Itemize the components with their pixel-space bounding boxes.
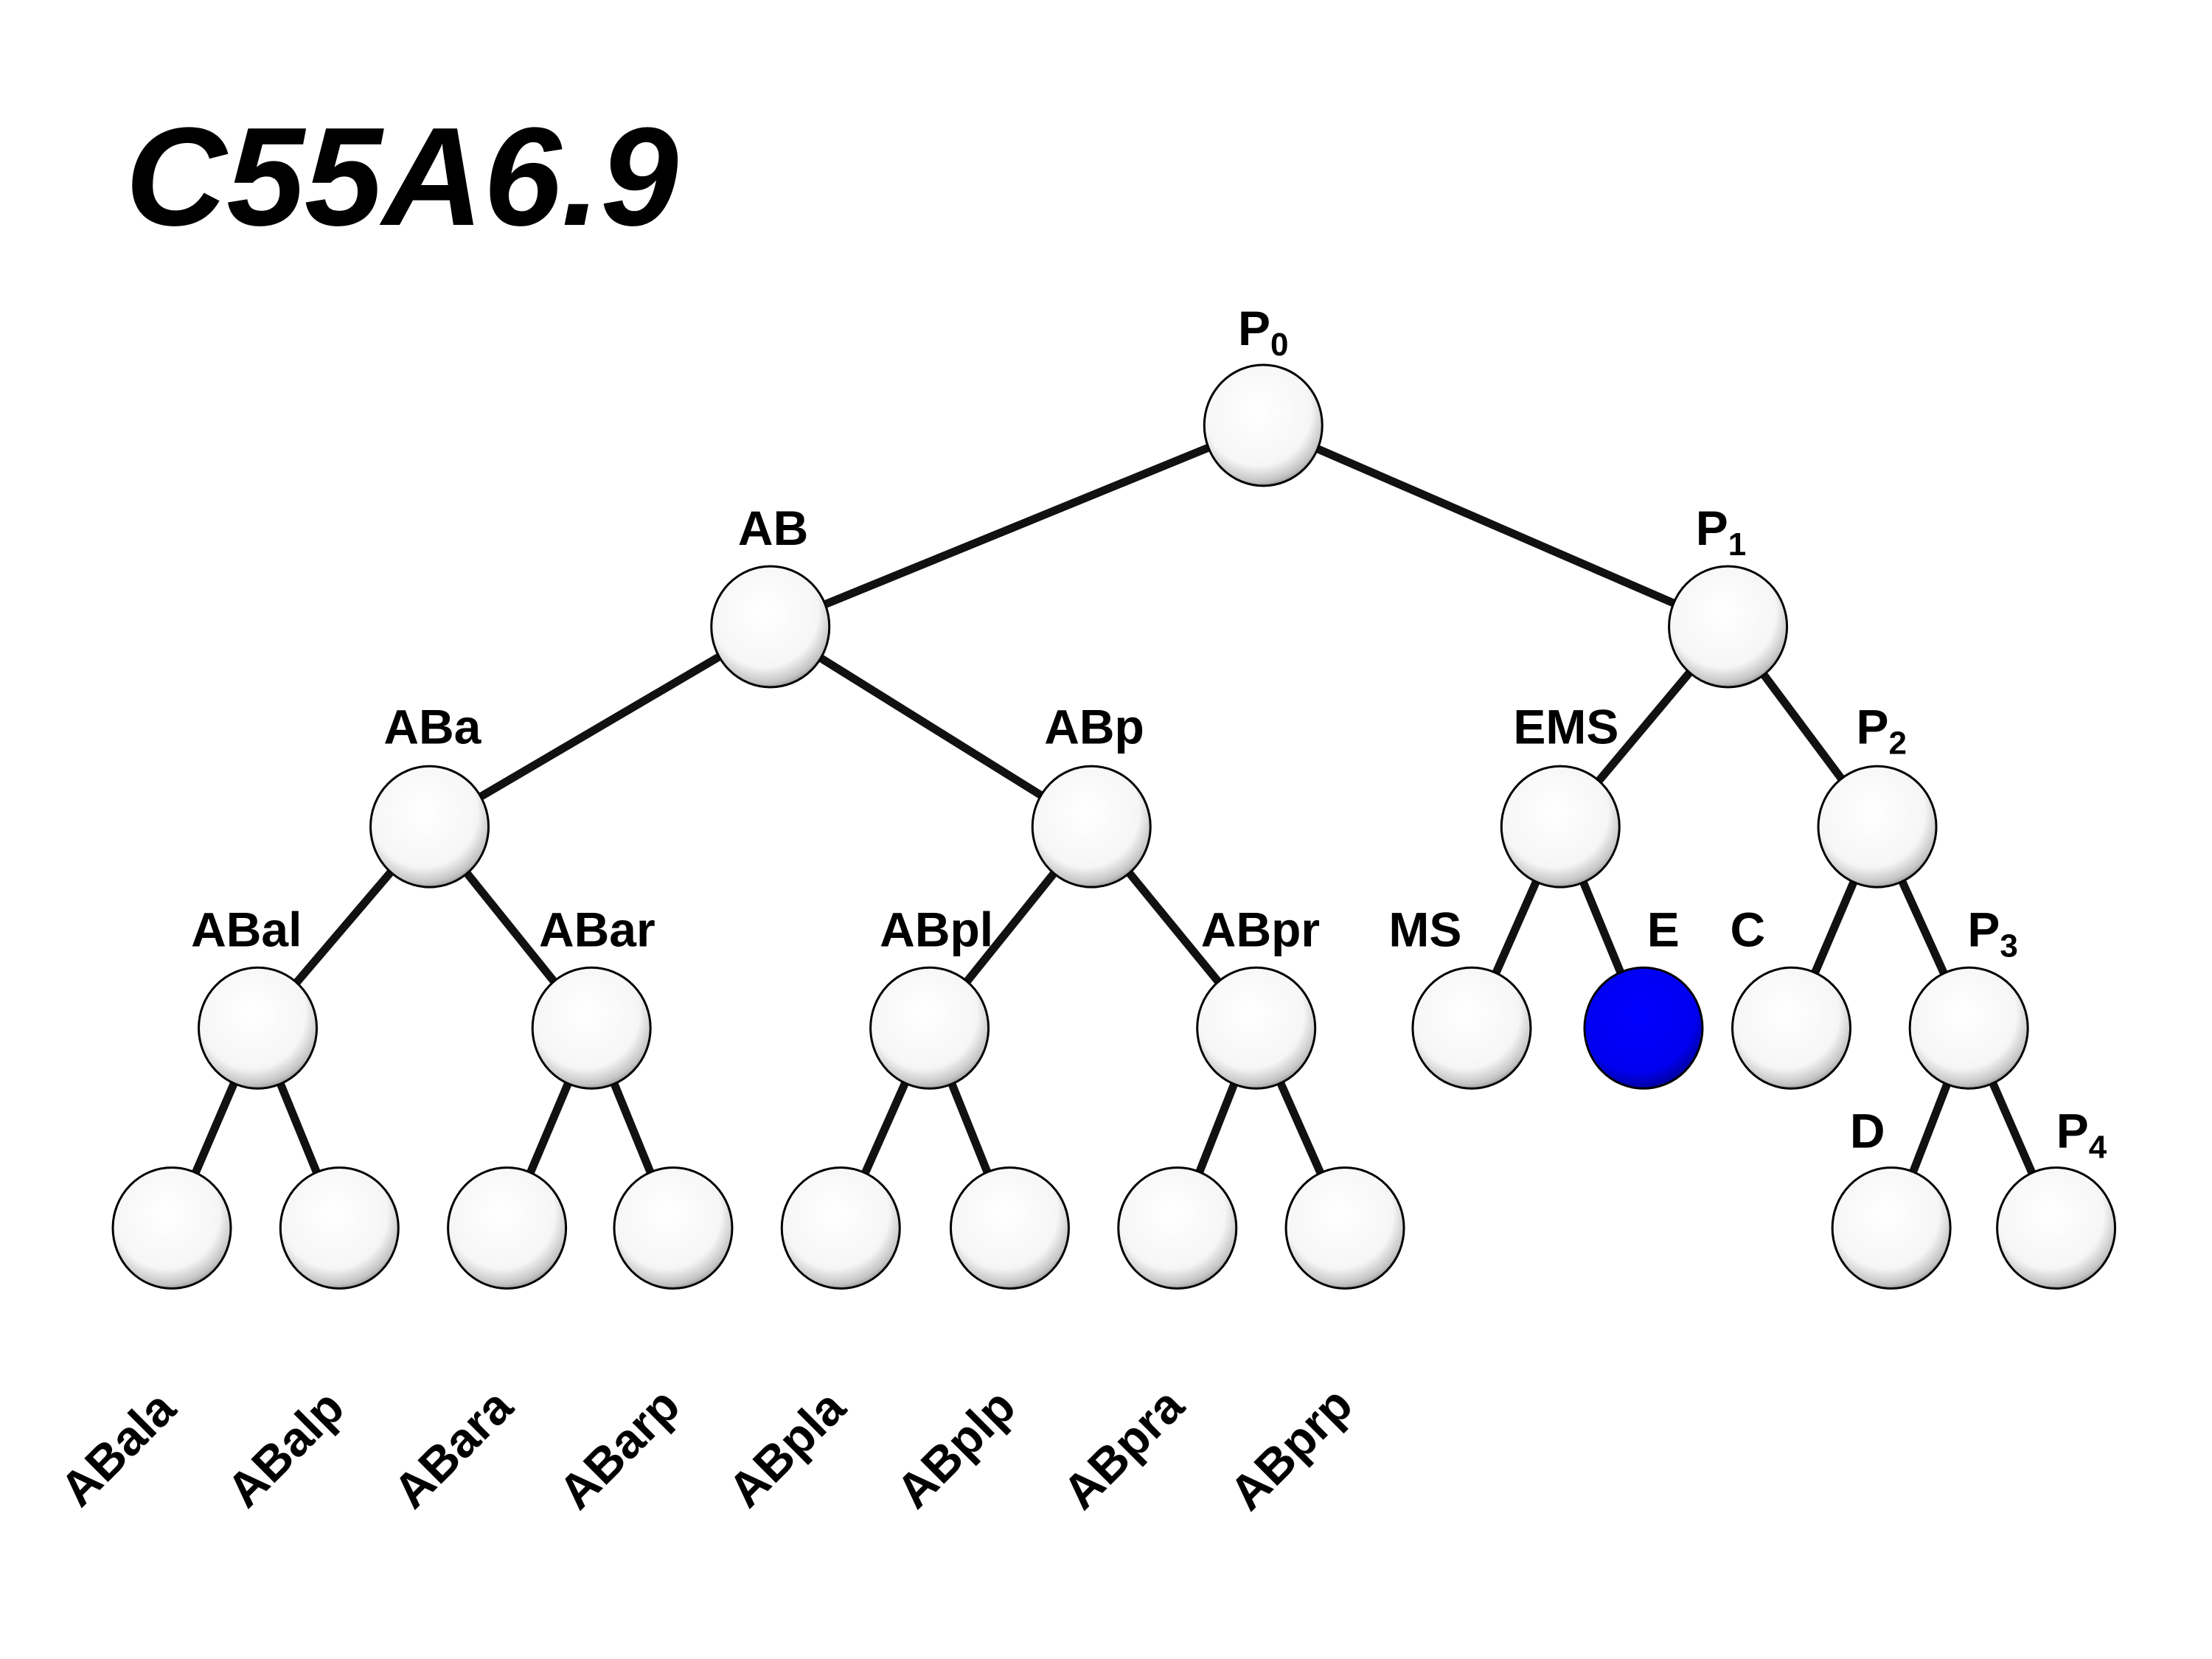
cell-node-p1 (1668, 565, 1789, 689)
cell-label-p0: P0 (1238, 301, 1289, 363)
cell-label-abal: ABal (191, 902, 302, 957)
cell-node-abp (1031, 765, 1152, 888)
cell-label-abarp: ABarp (548, 1377, 689, 1519)
cell-label-p2: P2 (1857, 699, 1907, 761)
cell-node-p4 (1996, 1166, 2117, 1290)
cell-node-e (1583, 966, 1704, 1090)
edge-P0-AB (768, 421, 1265, 631)
cell-node-abplp (949, 1166, 1070, 1290)
gene-title: C55A6.9 (125, 99, 678, 255)
cell-node-abprp (1284, 1166, 1405, 1290)
cell-label-abpl: ABpl (880, 902, 993, 957)
cell-node-d (1831, 1166, 1952, 1290)
cell-label-abp: ABp (1044, 699, 1144, 754)
cell-node-c (1731, 966, 1852, 1090)
cell-label-c: C (1730, 902, 1765, 957)
cell-node-abal (198, 966, 319, 1090)
cell-label-abara: ABara (383, 1378, 524, 1519)
cell-node-aba (369, 765, 490, 888)
cell-label-ems: EMS (1513, 699, 1618, 754)
cell-label-abprp: ABprp (1219, 1377, 1363, 1520)
cell-label-abalp: ABalp (216, 1380, 354, 1517)
cell-node-ms (1411, 966, 1532, 1090)
cell-node-abala (111, 1166, 232, 1290)
cell-node-abpra (1117, 1166, 1238, 1290)
cell-label-abala: ABala (49, 1380, 187, 1517)
cell-node-abalp (279, 1166, 400, 1290)
cell-label-d: D (1850, 1104, 1885, 1158)
cell-node-ems (1500, 765, 1621, 888)
cell-node-abara (447, 1166, 568, 1290)
cell-label-abplp: ABplp (886, 1379, 1026, 1519)
cell-node-abpr (1196, 966, 1317, 1090)
edge-AB-ABa (427, 623, 773, 830)
cell-label-abpla: ABpla (717, 1379, 856, 1517)
cell-label-ab: AB (738, 501, 808, 555)
cell-label-abpr: ABpr (1201, 902, 1320, 957)
edge-AB-ABp (768, 623, 1094, 830)
cell-node-p3 (1908, 966, 2029, 1090)
cell-node-abar (531, 966, 652, 1090)
cell-label-aba: ABa (383, 699, 481, 754)
cell-node-abpla (780, 1166, 901, 1290)
cell-label-ms: MS (1388, 902, 1461, 957)
cell-node-abarp (613, 1166, 734, 1290)
cell-label-p1: P1 (1696, 501, 1747, 563)
cell-label-p4: P4 (2056, 1104, 2107, 1166)
cell-node-abpl (869, 966, 990, 1090)
cell-node-ab (710, 565, 831, 689)
cell-node-p2 (1817, 765, 1938, 888)
edge-P0-P1 (1262, 421, 1730, 630)
cell-label-e: E (1647, 902, 1680, 957)
cell-label-abpra: ABpra (1052, 1377, 1194, 1519)
cell-label-p3: P3 (1967, 902, 2018, 964)
cell-node-p0 (1203, 364, 1324, 487)
cell-label-abar: ABar (539, 902, 655, 957)
